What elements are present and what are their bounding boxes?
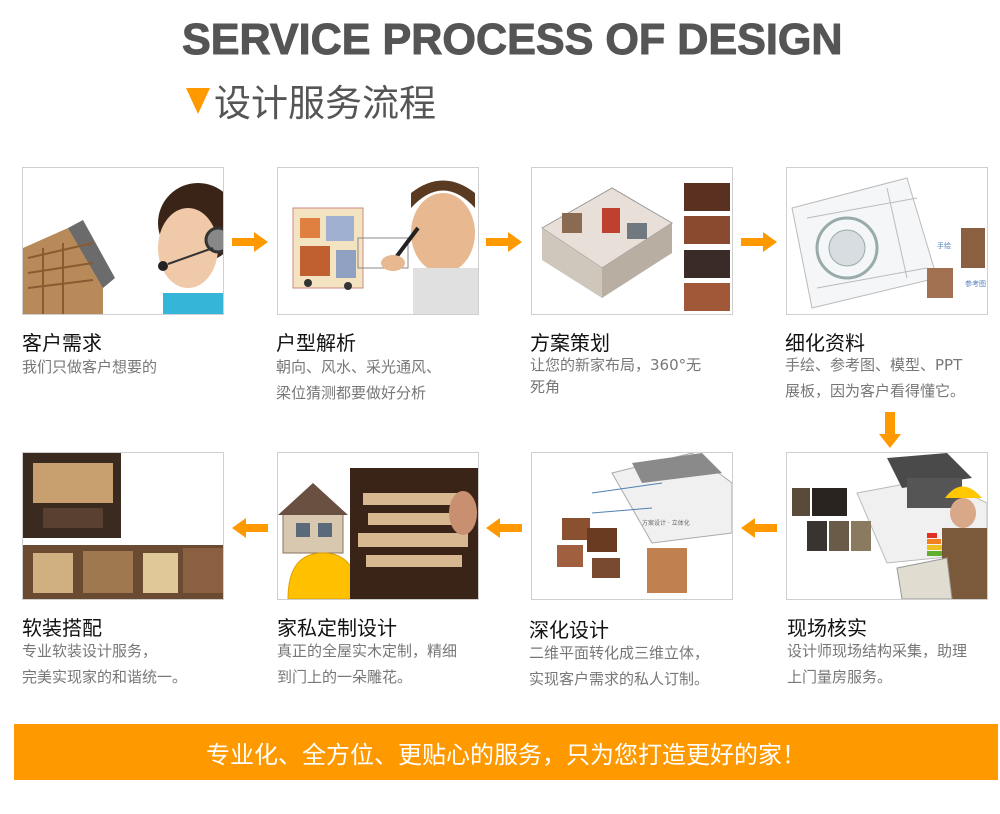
step-desc-line: 朝向、风水、采光通风、 — [276, 358, 442, 376]
arrow-right-icon — [486, 232, 522, 252]
interior-furnishing-illustration — [23, 453, 223, 599]
title-chinese: 设计服务流程 — [214, 82, 436, 125]
step-title: 方案策划 — [530, 331, 610, 355]
step-5-image — [786, 452, 988, 600]
3d-rendering-illustration: 方案设计 · 立体化 — [557, 453, 732, 593]
step-desc-line: 真正的全屋实木定制，精细 — [277, 642, 458, 660]
step-4-image: 手绘 参考图 — [786, 167, 988, 315]
step-title: 户型解析 — [276, 331, 356, 355]
arrow-left-icon — [486, 518, 522, 538]
arrow-left-icon — [741, 518, 777, 538]
step-desc: 设计师现场结构采集，助理 上门量房服务。 — [787, 638, 1000, 690]
step-8-image — [22, 452, 224, 600]
title-chinese-row: 设计服务流程 — [186, 74, 436, 126]
step-desc-line: 完美实现家的和谐统一。 — [22, 668, 188, 686]
step-desc: 二维平面转化成三维立体， 实现客户需求的私人订制。 — [529, 640, 754, 692]
step-desc-line: 让您的新家布局，360°无 — [530, 356, 702, 374]
slogan-text: 专业化、全方位、更贴心的服务，只为您打造更好的家！ — [206, 740, 806, 769]
step-desc: 让您的新家布局，360°无 死角 — [530, 354, 755, 398]
svg-text:手绘: 手绘 — [937, 241, 951, 250]
step-desc: 专业软装设计服务， 完美实现家的和谐统一。 — [22, 638, 247, 690]
arrow-down-icon — [879, 412, 901, 448]
site-inspection-illustration — [792, 453, 987, 599]
step-title: 客户需求 — [22, 331, 102, 355]
step-desc: 我们只做客户想要的 — [22, 354, 247, 380]
step-desc: 真正的全屋实木定制，精细 到门上的一朵雕花。 — [277, 638, 502, 690]
step-desc-line: 手绘、参考图、模型、PPT — [785, 356, 963, 374]
step-desc-line: 梁位猜测都要做好分析 — [276, 384, 427, 402]
step-desc-line: 上门量房服务。 — [787, 668, 893, 686]
step-title: 深化设计 — [529, 618, 609, 642]
step-3-image — [531, 167, 733, 315]
step-desc-line: 二维平面转化成三维立体， — [529, 644, 710, 662]
step-7-image — [277, 452, 479, 600]
step-title: 细化资料 — [785, 331, 865, 355]
slogan-banner: 专业化、全方位、更贴心的服务，只为您打造更好的家！ — [14, 724, 998, 780]
step-desc-line: 我们只做客户想要的 — [22, 358, 158, 376]
step-6-image: 方案设计 · 立体化 — [531, 452, 733, 600]
svg-text:参考图: 参考图 — [965, 279, 986, 288]
step-title: 现场核实 — [787, 616, 867, 640]
step-desc-line: 实现客户需求的私人订制。 — [529, 670, 710, 688]
3d-house-illustration — [541, 183, 730, 311]
step-desc-line: 专业软装设计服务， — [22, 642, 158, 660]
step-desc: 手绘、参考图、模型、PPT 展板，因为客户看得懂它。 — [785, 352, 1000, 404]
step-desc-line: 死角 — [530, 378, 561, 396]
floor-plan-illustration — [292, 180, 478, 314]
arrow-right-icon — [232, 232, 268, 252]
step-desc-line: 到门上的一朵雕花。 — [277, 668, 413, 686]
step-1-image — [22, 167, 224, 315]
customer-service-illustration — [23, 183, 223, 314]
step-desc-line: 展板，因为客户看得懂它。 — [785, 382, 966, 400]
step-desc: 朝向、风水、采光通风、 梁位猜测都要做好分析 — [276, 354, 501, 406]
step-desc-line: 设计师现场结构采集，助理 — [787, 642, 968, 660]
triangle-down-icon — [186, 88, 210, 114]
arrow-right-icon — [741, 232, 777, 252]
step-2-image — [277, 167, 479, 315]
step-title: 家私定制设计 — [277, 616, 397, 640]
arrow-left-icon — [232, 518, 268, 538]
title-english: SERVICE PROCESS OF DESIGN — [182, 15, 844, 65]
technical-drawings-illustration: 手绘 参考图 — [791, 177, 986, 309]
step-title: 软装搭配 — [22, 616, 102, 640]
wood-carving-illustration — [278, 468, 478, 599]
svg-text:方案设计 · 立体化: 方案设计 · 立体化 — [642, 519, 690, 527]
